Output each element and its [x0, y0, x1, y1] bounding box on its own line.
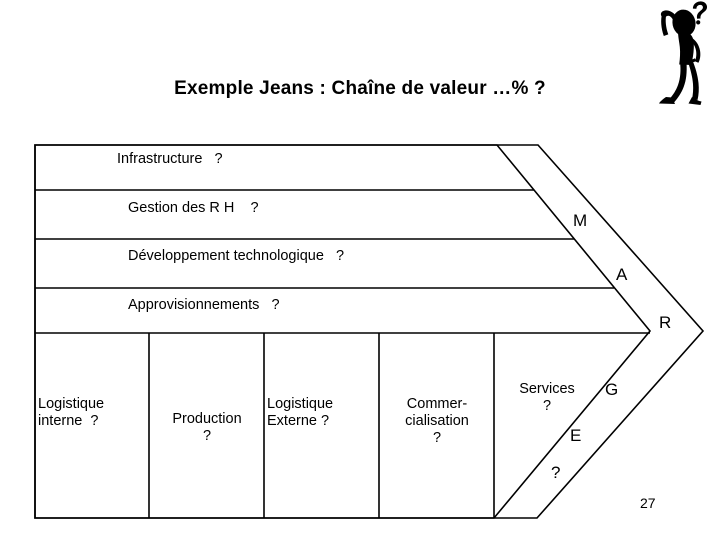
primary-activity-marketing-sales: Commer- cialisation ?: [405, 396, 469, 446]
page-title: Exemple Jeans : Chaîne de valeur …% ?: [174, 78, 546, 99]
support-activity-infrastructure: Infrastructure ?: [117, 151, 223, 167]
primary-activity-operations: Production ?: [172, 411, 242, 444]
margin-letter-question-mark: ?: [551, 463, 561, 482]
margin-letter-e: E: [570, 426, 582, 445]
thinking-person-icon: [640, 0, 720, 108]
margin-letter-r: R: [659, 313, 672, 332]
margin-letter-g: G: [605, 380, 619, 399]
support-activity-technology-development: Développement technologique ?: [128, 248, 345, 264]
inner-arrow-outline: [34, 144, 652, 519]
primary-activity-services: Services ?: [519, 381, 575, 414]
margin-letter-m: M: [573, 211, 588, 230]
page-number: 27: [640, 495, 656, 511]
support-activity-human-resources: Gestion des R H ?: [128, 200, 259, 216]
support-activity-procurement: Approvisionnements ?: [128, 297, 280, 313]
primary-activity-inbound-logistics: Logistique interne ?: [38, 396, 105, 429]
margin-letter-a: A: [616, 265, 628, 284]
primary-activity-outbound-logistics: Logistique Externe ?: [267, 396, 334, 429]
